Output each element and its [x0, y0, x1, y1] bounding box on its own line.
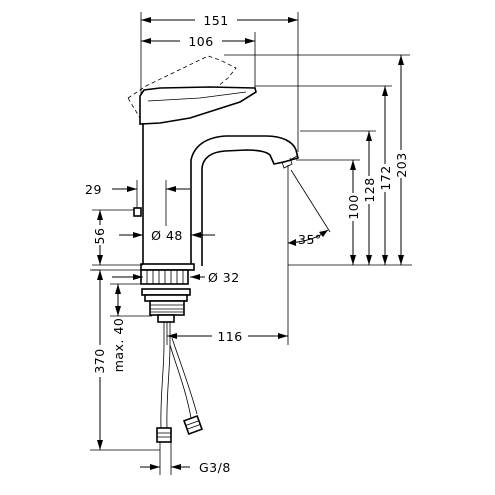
- dim-label-29: 29: [85, 182, 102, 197]
- lever-handle: [139, 86, 257, 125]
- dim-overall-width: 151: [140, 12, 299, 152]
- dim-handle-reach: 106: [141, 32, 256, 88]
- dim-label-dia-48: Ø 48: [151, 228, 183, 243]
- hose-fitting-left: [156, 427, 172, 443]
- hose-fitting-right: [183, 415, 203, 435]
- dim-label-203: 203: [394, 152, 409, 177]
- hose-left: [160, 322, 171, 429]
- dim-label-172: 172: [378, 165, 393, 190]
- threaded-shank: [149, 300, 185, 316]
- dim-spray-angle: 35°: [287, 165, 331, 345]
- mounting-nut: [144, 294, 188, 302]
- dim-hole-diameter: Ø 32: [92, 269, 240, 285]
- base-ring: [140, 269, 189, 285]
- dim-label-370: 370: [92, 348, 107, 373]
- dim-hose-length: 370: [90, 269, 160, 451]
- dim-max-deck-thickness: max. 40: [110, 283, 152, 373]
- handle-contour: [147, 91, 247, 102]
- dim-label-100: 100: [346, 194, 361, 219]
- base-flange: [140, 263, 195, 271]
- shank-end: [157, 314, 175, 323]
- dim-label-angle: 35°: [298, 232, 322, 247]
- dim-body-diameter: Ø 48: [119, 226, 215, 243]
- base-ring-ridges: [146, 270, 184, 284]
- shank-threads: [150, 304, 184, 313]
- dim-outlet-height: 100: [346, 160, 361, 265]
- dim-label-g38: G3/8: [199, 460, 231, 475]
- dim-label-dia-32: Ø 32: [208, 270, 240, 285]
- dim-label-56: 56: [92, 228, 107, 245]
- dim-label-106: 106: [188, 34, 213, 49]
- pop-up-knob: [133, 207, 142, 217]
- dim-handle-height: 172: [378, 86, 393, 265]
- hose-right: [169, 337, 198, 419]
- dim-outlet-reach: 116: [166, 322, 288, 345]
- faucet-body: [127, 55, 299, 443]
- dim-thread-size: G3/8: [140, 442, 231, 475]
- dim-label-max-40: max. 40: [111, 318, 126, 373]
- dim-label-116: 116: [217, 329, 242, 344]
- dim-label-151: 151: [203, 13, 228, 28]
- dim-knob-height: 56: [92, 209, 143, 266]
- dim-label-128: 128: [362, 177, 377, 202]
- mounting-plate: [141, 288, 191, 296]
- dim-total-height: 203: [394, 55, 409, 265]
- dim-spout-height: 128: [362, 131, 377, 265]
- dim-knob-offset: 29: [85, 180, 190, 230]
